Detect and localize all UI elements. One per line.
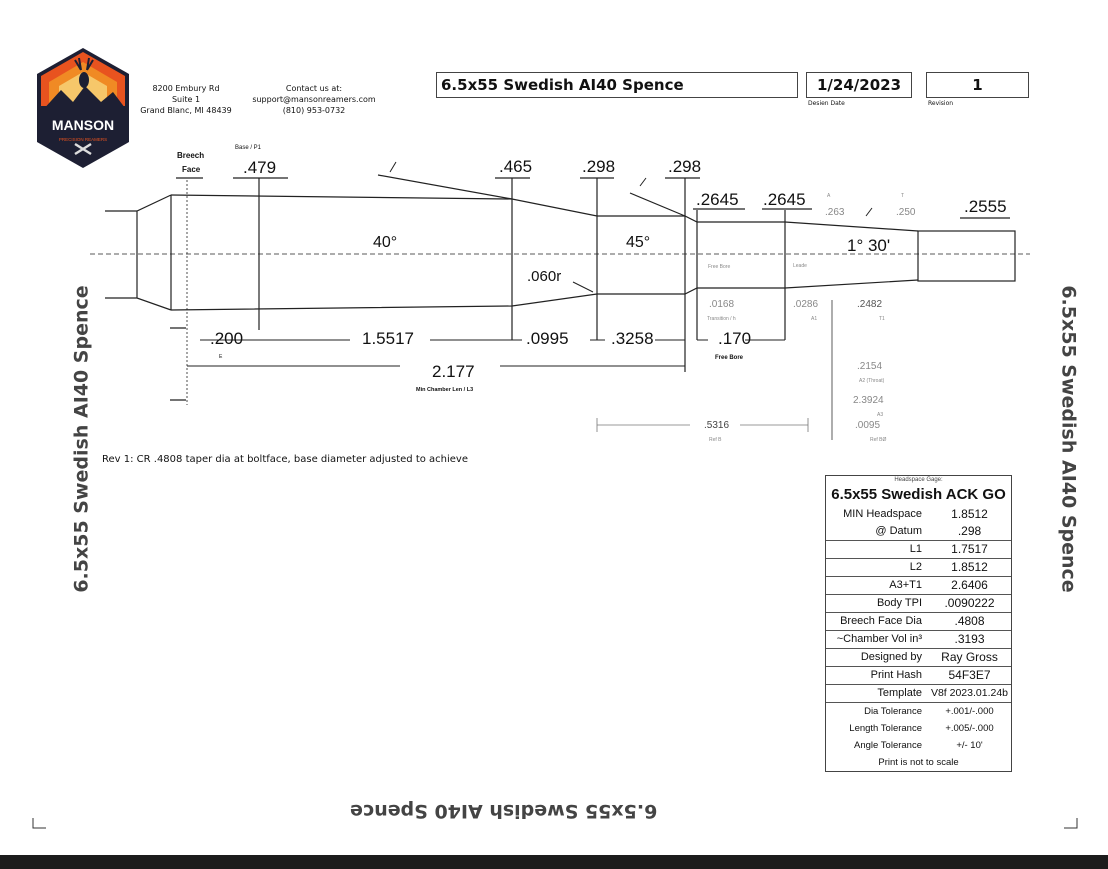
gage-value: .4808 xyxy=(954,614,985,628)
gage-key: @ Datum xyxy=(875,525,922,537)
a3-label: A3 xyxy=(877,412,883,418)
date-box: 1/24/2023 xyxy=(806,72,912,98)
address-line: Suite 1 xyxy=(171,95,201,104)
gage-value: 1.8512 xyxy=(951,507,988,521)
base-dia: .479 xyxy=(243,158,276,177)
revision-note: Rev 1: CR .4808 taper dia at boltface, b… xyxy=(102,454,469,465)
address-line: 8200 Embury Rd xyxy=(152,84,220,93)
tolerance-value: +/- 10' xyxy=(956,740,983,751)
title-box: 6.5x55 Swedish AI40 Spence xyxy=(436,72,798,98)
tolerance-key: Length Tolerance xyxy=(849,723,922,734)
a-dia: .263 xyxy=(825,207,845,218)
tolerance-key: Angle Tolerance xyxy=(854,740,922,751)
manson-logo: MANSON PRECISION REAMERS xyxy=(33,46,133,170)
freebore-len: .170 xyxy=(718,329,751,348)
tolerance-key: Dia Tolerance xyxy=(864,706,922,717)
contact-block: Contact us at: support@mansonreamers.com… xyxy=(246,83,382,116)
drawing-title: 6.5x55 Swedish AI40 Spence xyxy=(441,76,684,94)
gage-key: L1 xyxy=(909,543,922,555)
gage-title: 6.5x55 Swedish ACK GO xyxy=(831,486,1006,503)
contact-label: Contact us at: xyxy=(285,84,343,93)
e-len: .200 xyxy=(210,329,243,348)
gage-key: MIN Headspace xyxy=(843,508,922,520)
transition-label: Transition / h xyxy=(707,316,736,322)
shoulder-dia: .465 xyxy=(499,157,532,176)
chamber-drawing: Breech Face Base / P1 .479 .465 .298 .29… xyxy=(90,145,1030,443)
throat-angle: 1° 30' xyxy=(847,236,890,255)
a2-len: .2154 xyxy=(857,361,882,372)
neck-dia-1: .298 xyxy=(582,157,615,176)
shoulder-angle: 40° xyxy=(373,234,397,251)
freebore-text: Free Bore xyxy=(708,264,730,270)
case-head-outline xyxy=(105,194,172,311)
revision-label: Revision xyxy=(928,100,954,107)
gage-key: Body TPI xyxy=(876,597,922,609)
gage-value: .298 xyxy=(957,524,982,538)
gage-value: 2.6406 xyxy=(951,578,988,592)
gage-caption: Headspace Gage: xyxy=(894,477,943,483)
freebore-dia-1: .2645 xyxy=(696,190,739,209)
bore-outline xyxy=(917,230,1016,282)
tolerance-value: +.001/-.000 xyxy=(945,706,994,717)
tolerance-value: +.005/-.000 xyxy=(945,723,994,734)
contact-email[interactable]: support@mansonreamers.com xyxy=(252,95,376,104)
bore-dia: .2555 xyxy=(964,197,1007,216)
logo-text: MANSON xyxy=(52,117,114,133)
refb-label: Ref B xyxy=(709,437,722,443)
gage-value: 1.7517 xyxy=(951,542,988,556)
chamber-len: 2.177 xyxy=(432,362,475,381)
neck-angle: 45° xyxy=(626,234,650,251)
gage-footer: Print is not to scale xyxy=(878,757,959,768)
freebore-dia-2: .2645 xyxy=(763,190,806,209)
design-date: 1/24/2023 xyxy=(816,76,902,94)
refbd-len: .0095 xyxy=(855,420,880,431)
gage-value: .3193 xyxy=(954,632,985,646)
neck-dia-2: .298 xyxy=(668,157,701,176)
bottom-bar xyxy=(0,855,1108,869)
chamber-len-label: Min Chamber Len / L3 xyxy=(416,387,473,393)
shoulder-len: .0995 xyxy=(526,329,569,348)
a2-label: A2 (Throat) xyxy=(859,378,885,384)
contact-phone: (810) 953-0732 xyxy=(282,106,346,115)
refbd-label: Ref BØ xyxy=(870,437,887,443)
revision-number: 1 xyxy=(972,76,983,94)
transition-len: .0168 xyxy=(709,299,734,310)
t1-len: .2482 xyxy=(857,299,882,310)
gage-key: Breech Face Dia xyxy=(840,615,922,627)
gage-value: .0090222 xyxy=(944,596,995,610)
face-label: Face xyxy=(182,165,201,174)
a3-len: 2.3924 xyxy=(853,395,884,406)
breech-label: Breech xyxy=(177,151,204,160)
gage-key: L2 xyxy=(909,561,922,573)
gage-key: A3+T1 xyxy=(889,579,922,591)
body-len: 1.5517 xyxy=(362,329,414,348)
revision-box: 1 xyxy=(926,72,1029,98)
refb-len: .5316 xyxy=(704,420,729,431)
gage-key: Designed by xyxy=(860,651,922,663)
design-date-label: Desien Date xyxy=(808,100,845,107)
a-label: A xyxy=(827,193,831,199)
gage-key: Print Hash xyxy=(870,669,922,681)
gage-value: 54F3E7 xyxy=(948,668,991,682)
neck-len: .3258 xyxy=(611,329,654,348)
a1-label: A1 xyxy=(811,316,817,322)
gage-value: 1.8512 xyxy=(951,560,988,574)
gage-key: ~Chamber Vol in³ xyxy=(836,633,922,645)
leade-text: Leade xyxy=(793,263,807,269)
freebore-len-label: Free Bore xyxy=(715,355,744,361)
radius: .060r xyxy=(527,268,561,285)
gage-value: Ray Gross xyxy=(941,650,998,664)
e-label: E xyxy=(219,354,223,360)
t-label: T xyxy=(901,193,904,199)
gage-value: V8f 2023.01.24b xyxy=(930,687,1009,699)
base-label: Base / P1 xyxy=(235,145,262,151)
headspace-gage-table: Headspace Gage: 6.5x55 Swedish ACK GO MI… xyxy=(825,475,1012,772)
a1-len: .0286 xyxy=(793,299,818,310)
address-line: Grand Blanc, MI 48439 xyxy=(140,106,232,115)
gage-key: Template xyxy=(877,687,922,699)
t1-label: T1 xyxy=(879,316,885,322)
logo-subtext: PRECISION REAMERS xyxy=(59,137,107,142)
address-block: 8200 Embury Rd Suite 1 Grand Blanc, MI 4… xyxy=(132,83,240,116)
t-dia: .250 xyxy=(896,207,916,218)
